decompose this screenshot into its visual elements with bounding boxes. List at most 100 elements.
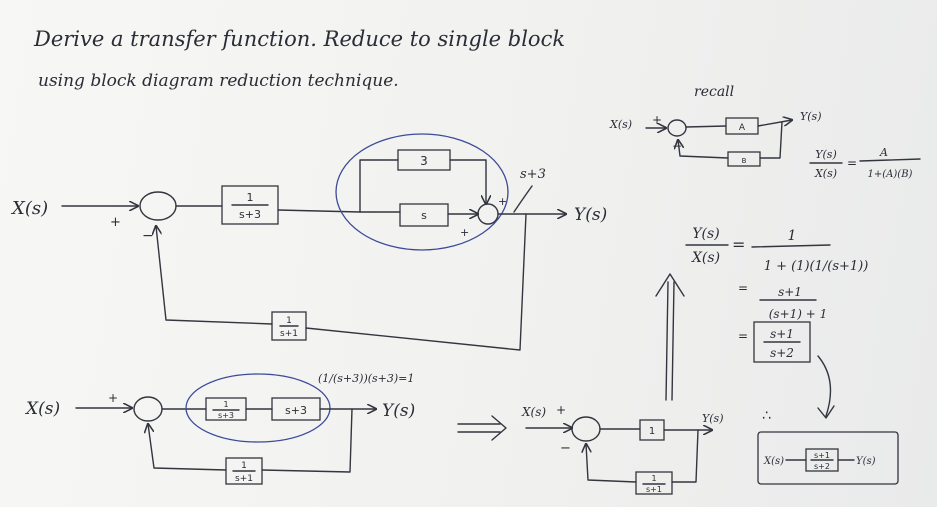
step2-h-num: 1	[241, 461, 247, 471]
recall-rhs-den: 1+(A)(B)	[868, 169, 913, 180]
recall-minus: −	[672, 139, 682, 153]
main-wire-2	[277, 209, 361, 213]
step2-g1-den: s+3	[218, 411, 234, 420]
main-h-num: 1	[286, 316, 292, 326]
recall-rhs-num: A	[879, 146, 888, 159]
main-branch-upper-return	[449, 159, 486, 204]
main-diagram: X(s) + − 1 s+3 3 s + + s+3 Y(s) 1 s+1	[10, 133, 607, 351]
main-input-label: X(s)	[10, 198, 48, 219]
deriv-up-arrow	[655, 273, 685, 401]
result-g-den: s+2	[814, 462, 830, 471]
recall-section: recall X(s) + − A Y(s) B Y(s) X(s) = A 1…	[609, 84, 921, 180]
main-g3-label: s	[421, 209, 427, 222]
main-sum-2	[477, 203, 499, 225]
step3-diagram: X(s) + − 1 Y(s) 1 s+1	[521, 403, 724, 495]
main-g1-block	[221, 185, 279, 225]
recall-output-label: Y(s)	[800, 110, 822, 123]
deriv-eq-3: =	[738, 329, 748, 343]
recall-lhs-den: X(s)	[814, 167, 837, 180]
main-summing-junction	[139, 191, 177, 221]
recall-feedback-right	[759, 121, 783, 159]
main-note: s+3	[520, 167, 546, 182]
step3-minus: −	[560, 441, 571, 456]
deriv-eq2-den: (s+1) + 1	[769, 307, 828, 321]
deriv-eq3-num: s+1	[770, 327, 794, 341]
step2-g1-num: 1	[223, 400, 228, 409]
recall-wire-1	[685, 125, 727, 128]
main-feedback-right	[305, 213, 527, 351]
step2-feedback-right	[261, 408, 353, 473]
step2-diagram: X(s) + 1 s+3 s+3 (1/(s+3))(s+3)=1 Y(s) 1…	[24, 372, 415, 485]
main-sum2-plus-bottom: +	[460, 226, 469, 239]
main-sum-minus: −	[142, 228, 154, 244]
deriv-lhs-den: X(s)	[691, 250, 720, 266]
deriv-eq1-den: 1 + (1)(1/(s+1))	[764, 259, 869, 274]
recall-b-block	[727, 151, 761, 167]
recall-label: recall	[694, 84, 734, 100]
recall-lhs-num: Y(s)	[815, 148, 837, 161]
main-g1-den: s+3	[239, 208, 261, 221]
step3-g-label: 1	[649, 426, 655, 437]
step2-series-circle	[185, 373, 331, 443]
result-section: X(s) s+1 s+2 Y(s)	[757, 431, 899, 485]
main-feedback-left	[156, 226, 273, 325]
step2-product-note: (1/(s+3))(s+3)=1	[318, 372, 414, 385]
main-g2-label: 3	[420, 154, 428, 168]
implies-arrow-shape	[457, 415, 507, 441]
result-g-num: s+1	[814, 451, 830, 460]
result-frame	[757, 431, 899, 485]
main-h-den: s+1	[280, 329, 298, 339]
main-parallel-circle	[335, 133, 509, 251]
step2-h-block	[225, 457, 263, 485]
deriv-eq1-num: 1	[788, 228, 797, 244]
deriv-eq1-bar	[751, 244, 831, 248]
main-h-block	[271, 311, 307, 341]
recall-a-label: A	[739, 123, 746, 133]
main-sum-plus: +	[110, 215, 121, 230]
recall-input-label: X(s)	[609, 118, 632, 131]
deriv-eq-1: =	[732, 235, 745, 254]
step3-input-label: X(s)	[521, 405, 546, 419]
recall-summing-junction	[667, 119, 687, 137]
deriv-down-arrow	[817, 355, 832, 417]
step3-output-label: Y(s)	[702, 412, 724, 425]
step3-h-den: s+1	[646, 485, 662, 494]
deriv-eq-2: =	[738, 281, 748, 295]
step2-input-label: X(s)	[24, 399, 60, 419]
step2-h-den: s+1	[235, 474, 253, 484]
recall-output-arrow	[757, 120, 792, 127]
deriv-result-box	[753, 321, 811, 363]
title-line-1: Derive a transfer function. Reduce to si…	[33, 27, 565, 51]
main-g3-block	[399, 203, 449, 227]
deriv-lhs-num: Y(s)	[692, 226, 719, 242]
recall-b-label: B	[742, 157, 747, 165]
step2-output-label: Y(s)	[382, 401, 415, 421]
recall-feedback-left	[678, 140, 729, 159]
derivation-section: Y(s) X(s) = 1 1 + (1)(1/(s+1)) = s+1 (s+…	[655, 226, 869, 424]
main-sum2-plus-top: +	[498, 195, 507, 208]
implies-arrow	[457, 415, 507, 441]
recall-plus: +	[652, 113, 662, 127]
main-branch-upper	[359, 159, 399, 213]
step3-h-block	[635, 471, 673, 495]
step3-feedback-right	[671, 429, 699, 483]
deriv-eq3-den: s+2	[770, 346, 794, 360]
step3-feedback-left	[586, 444, 637, 483]
step3-h-num: 1	[651, 474, 656, 483]
deriv-down-arrowhead	[817, 405, 835, 419]
deriv-eq2-num: s+1	[778, 285, 802, 299]
main-note-pointer	[513, 185, 533, 213]
main-g1-num: 1	[247, 191, 254, 204]
step2-summing-junction	[133, 396, 163, 422]
result-input-label: X(s)	[763, 456, 784, 467]
step2-g2-label: s+3	[285, 404, 307, 417]
main-output-label: Y(s)	[574, 205, 607, 225]
step3-summing-junction	[571, 416, 601, 442]
recall-rhs-bar	[859, 158, 921, 162]
result-output-label: Y(s)	[856, 456, 876, 467]
recall-eq: =	[847, 156, 857, 170]
step2-plus: +	[108, 391, 118, 405]
step3-plus: +	[556, 403, 566, 417]
